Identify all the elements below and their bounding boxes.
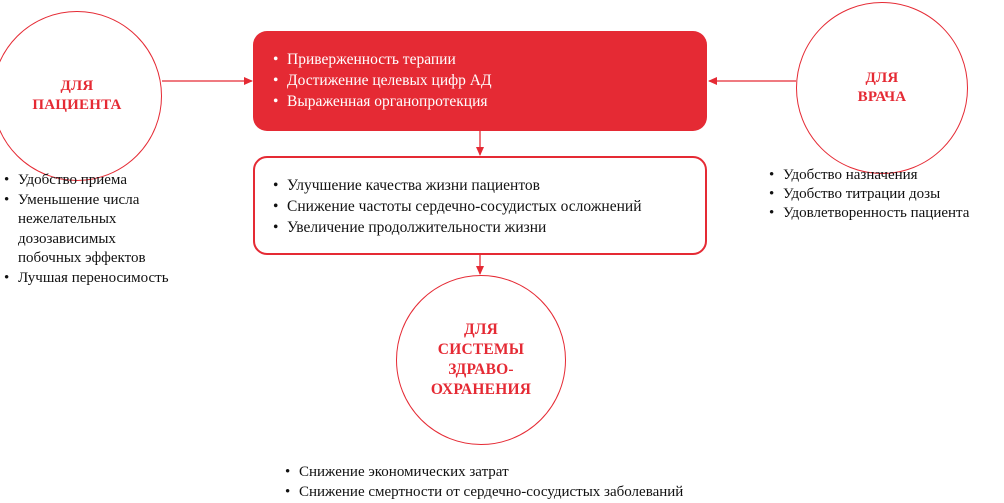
middle-outcome-item: Улучшение качества жизни пациентов — [273, 175, 705, 196]
top-benefits-box: Приверженность терапии Достижение целевы… — [253, 31, 707, 131]
health-system-benefits-list: Снижение экономических затрат Снижение с… — [285, 462, 765, 502]
middle-outcome-item: Снижение частоты сердечно-сосудистых осл… — [273, 196, 705, 217]
doctor-circle-label: ДЛЯ ВРАЧА — [857, 70, 907, 105]
top-benefit-item: Приверженность терапии — [273, 49, 707, 70]
middle-outcomes-box: Улучшение качества жизни пациентов Сниже… — [253, 156, 707, 255]
doctor-benefits-list: Удобство назначения Удобство титрации до… — [769, 166, 1004, 223]
top-benefit-item: Достижение целевых цифр АД — [273, 70, 707, 91]
doctor-benefit-item: Удобство назначения — [769, 166, 1004, 185]
health-benefit-item: Снижение смертности от сердечно-сосудист… — [285, 482, 765, 502]
patient-benefits-list: Удобство приема Уменьшение числа нежелат… — [4, 171, 224, 288]
top-benefit-item: Выраженная органопротекция — [273, 91, 707, 112]
health-system-circle-label: ДЛЯ СИСТЕМЫ ЗДРАВО- ОХРАНЕНИЯ — [430, 321, 532, 398]
patient-benefit-item: Лучшая переносимость — [4, 269, 224, 289]
middle-outcome-item: Увеличение продолжительности жизни — [273, 217, 705, 238]
health-system-circle: ДЛЯ СИСТЕМЫ ЗДРАВО- ОХРАНЕНИЯ — [396, 275, 566, 445]
patient-circle-label: ДЛЯ ПАЦИЕНТА — [32, 78, 122, 113]
patient-benefit-item: Уменьшение числа нежелательных дозозавис… — [4, 191, 168, 269]
patient-circle: ДЛЯ ПАЦИЕНТА — [0, 11, 162, 181]
doctor-benefit-item: Удобство титрации дозы — [769, 185, 1004, 204]
doctor-benefit-item: Удовлетворенность пациента — [769, 204, 1004, 223]
middle-outcomes-list: Улучшение качества жизни пациентов Сниже… — [273, 175, 705, 238]
doctor-circle: ДЛЯ ВРАЧА — [796, 2, 968, 174]
health-benefit-item: Снижение экономических затрат — [285, 462, 765, 482]
top-benefits-list: Приверженность терапии Достижение целевы… — [273, 49, 707, 112]
patient-benefit-item: Удобство приема — [4, 171, 224, 191]
